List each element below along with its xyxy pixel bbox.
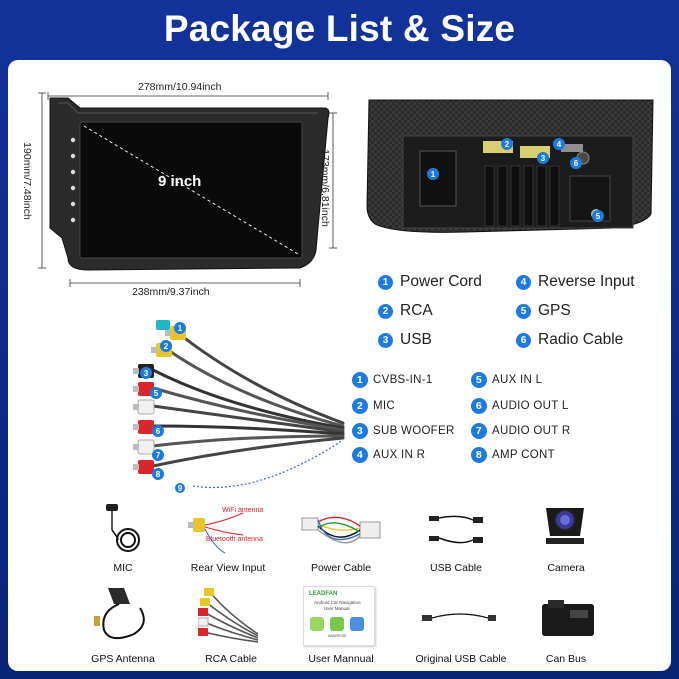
svg-text:9: 9 — [178, 484, 183, 493]
package-item-label: Can Bus — [545, 653, 587, 665]
right-height-label: 173mm/6.81inch — [319, 149, 331, 227]
legend-number: 2 — [352, 398, 368, 414]
carplay-icon — [310, 617, 324, 631]
back-panel-legend: 1 Power Cord 2 RCA 3 USB 4 Reverse Input… — [378, 273, 658, 353]
head-unit-illustration — [38, 92, 337, 287]
screen — [79, 121, 303, 259]
legend-label: AUDIO OUT R — [492, 425, 571, 437]
legend-item: 5 GPS — [516, 302, 571, 320]
legend-label: AUX IN R — [373, 449, 426, 461]
legend-number: 8 — [471, 447, 487, 463]
svg-text:5: 5 — [154, 389, 159, 398]
original-usb-cable-icon — [422, 613, 496, 621]
legend-label: CVBS-IN-1 — [373, 374, 433, 386]
legend-label: SUB WOOFER — [373, 425, 455, 437]
svg-text:7: 7 — [156, 451, 161, 460]
legend-label: MIC — [373, 400, 395, 412]
rca-harness-illustration: 1 2 3 5 6 7 8 9 — [133, 320, 345, 493]
microphone-icon — [106, 504, 140, 552]
legend-item: 2 RCA — [378, 302, 433, 320]
legend-number: 1 — [378, 274, 393, 290]
manual-line1: Android Car Navigation — [314, 600, 361, 605]
top-width-label: 278mm/10.94inch — [138, 81, 222, 93]
package-item-label: USB Cable — [430, 562, 482, 574]
legend-item: 7 AUDIO OUT R — [471, 423, 570, 439]
svg-text:4: 4 — [557, 140, 562, 149]
legend-label: Power Cord — [400, 273, 482, 290]
legend-label: Radio Cable — [538, 331, 624, 348]
legend-label: GPS — [538, 302, 571, 319]
bottom-width-label: 238mm/9.37inch — [132, 286, 210, 298]
package-item-label: Camera — [547, 562, 585, 574]
svg-text:8: 8 — [156, 470, 161, 479]
legend-item: 5 AUX IN L — [471, 372, 542, 388]
page-title: Package List & Size — [163, 8, 516, 49]
bluetooth-antenna-label: Bluetooth antenna — [206, 536, 263, 543]
legend-number: 7 — [471, 423, 487, 439]
legend-item: 4 AUX IN R — [352, 447, 425, 463]
svg-text:6: 6 — [156, 427, 161, 436]
screen-size-label: 9 inch — [158, 173, 202, 190]
camera-icon — [546, 508, 584, 544]
power-cable-icon — [301, 516, 381, 544]
legend-number: 4 — [516, 274, 531, 290]
legend-label: AUDIO OUT L — [492, 400, 569, 412]
legend-label: USB — [400, 331, 432, 348]
rca-cable-icon — [198, 588, 259, 643]
left-height-label: 190mm/7.48inch — [21, 142, 33, 220]
svg-text:6: 6 — [574, 159, 579, 168]
wifi-antenna-label: WiFi antenna — [222, 507, 264, 514]
svg-text:5: 5 — [596, 212, 601, 221]
manual-icon: LEADFAN Android Car Navigation User Manu… — [303, 586, 375, 646]
legend-item: 1 Power Cord — [378, 273, 482, 291]
svg-text:3: 3 — [541, 154, 546, 163]
back-panel-illustration: 1 2 3 4 5 6 — [366, 99, 654, 233]
svg-text:1: 1 — [178, 324, 183, 333]
manual-line2: User Manual — [324, 606, 350, 611]
legend-item: 6 Radio Cable — [516, 331, 623, 349]
legend-label: RCA — [400, 302, 433, 319]
package-item-label: MIC — [113, 562, 133, 574]
gps-antenna-icon — [94, 588, 145, 640]
legend-item: 4 Reverse Input — [516, 273, 635, 291]
side-button-icon — [70, 137, 76, 143]
android-icon — [330, 617, 344, 631]
legend-label: AMP CONT — [492, 449, 555, 461]
legend-number: 2 — [378, 303, 393, 319]
legend-number: 5 — [516, 303, 531, 319]
legend-number: 3 — [378, 332, 393, 348]
legend-number: 6 — [471, 398, 487, 414]
svg-text:2: 2 — [164, 342, 169, 351]
legend-number: 1 — [352, 372, 368, 388]
canbus-icon — [542, 600, 594, 636]
android-text: ANDROID — [328, 633, 347, 638]
svg-text:2: 2 — [505, 140, 510, 149]
legend-item: 3 SUB WOOFER — [352, 423, 455, 439]
package-item-label: User Mannual — [308, 653, 374, 665]
package-item-label: Rear View Input — [190, 562, 266, 574]
rear-view-cable-icon — [188, 512, 244, 554]
usb-cable-icon — [429, 515, 483, 544]
package-item-label: GPS Antenna — [91, 653, 155, 665]
package-item-label: RCA Cable — [205, 653, 257, 665]
legend-number: 6 — [516, 332, 531, 348]
legend-item: 6 AUDIO OUT L — [471, 398, 569, 414]
legend-number: 3 — [352, 423, 368, 439]
svg-text:1: 1 — [431, 170, 436, 179]
package-item-label: Original USB Cable — [415, 653, 507, 665]
legend-label: Reverse Input — [538, 273, 635, 290]
legend-item: 8 AMP CONT — [471, 447, 555, 463]
legend-item: 3 USB — [378, 331, 432, 349]
manual-brand: LEADFAN — [309, 591, 338, 597]
legend-label: AUX IN L — [492, 374, 543, 386]
legend-item: 1 CVBS-IN-1 — [352, 372, 433, 388]
auto-icon — [350, 617, 364, 631]
package-item-label: Power Cable — [310, 562, 372, 574]
legend-number: 5 — [471, 372, 487, 388]
legend-number: 4 — [352, 447, 368, 463]
legend-item: 2 MIC — [352, 398, 395, 414]
svg-text:3: 3 — [144, 369, 149, 378]
